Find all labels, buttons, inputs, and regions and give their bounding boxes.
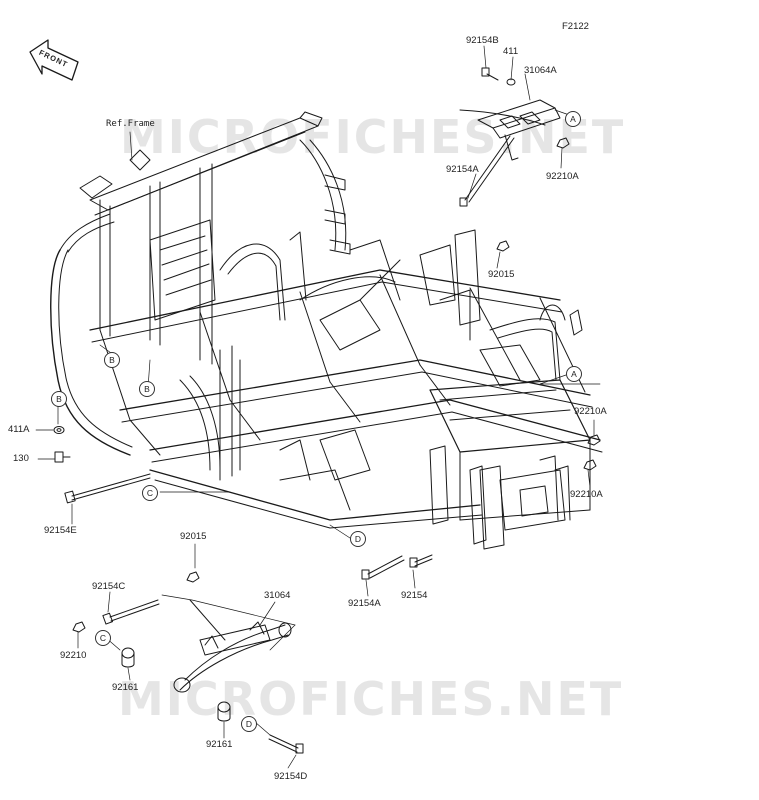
main-frame: [50, 109, 603, 550]
callout-A-right: A: [566, 366, 582, 382]
ref-frame-label: Ref.Frame: [106, 119, 155, 129]
callout-B-left1: B: [104, 352, 120, 368]
watermark-top: MICROFICHES.NET: [120, 110, 626, 164]
callout-C-mid: C: [142, 485, 158, 501]
bolt-92154A-bottom: [361, 555, 405, 580]
part-label-92154D: 92154D: [274, 771, 308, 782]
part-label-92161-b: 92161: [206, 739, 233, 750]
bracket-31064A: [477, 99, 561, 161]
nut-92210: [72, 621, 86, 633]
bolt-92154: [409, 554, 433, 568]
bolt-92154E: [64, 473, 151, 504]
nut-92210A-r2: [583, 459, 597, 471]
part-label-92154E: 92154E: [44, 525, 77, 536]
bolt-92154C: [102, 599, 160, 625]
bolt-92154D: [268, 734, 304, 754]
leader-lines: [35, 45, 601, 769]
callout-B-left2: B: [139, 381, 155, 397]
part-label-92154C: 92154C: [92, 581, 126, 592]
part-label-92015-bottom: 92015: [180, 531, 207, 542]
washer-411A: [53, 426, 65, 434]
part-label-130: 130: [13, 453, 29, 464]
nut-92015-top: [496, 240, 510, 252]
callout-A-top: A: [565, 111, 581, 127]
part-label-92210A-r1: 92210A: [574, 406, 607, 417]
part-label-92210A-r2: 92210A: [570, 489, 603, 500]
part-label-92210: 92210: [60, 650, 87, 661]
part-label-411: 411: [503, 46, 519, 57]
callout-C-bottom: C: [95, 630, 111, 646]
watermark-bottom: MICROFICHES.NET: [118, 672, 624, 726]
part-label-31064A: 31064A: [524, 65, 557, 76]
nut-92015-bottom: [186, 571, 200, 583]
bushing-92161-a: [121, 647, 135, 668]
part-label-92015-top: 92015: [488, 269, 515, 280]
part-label-92210A-top: 92210A: [546, 171, 579, 182]
callout-B-side: B: [51, 391, 67, 407]
part-label-92161-a: 92161: [112, 682, 139, 693]
arm-31064: [173, 599, 292, 693]
nut-92210A-top: [556, 137, 570, 149]
callout-D-bottom: D: [241, 716, 257, 732]
part-label-92154A-top: 92154A: [446, 164, 479, 175]
nut-92210A-r1: [587, 434, 601, 446]
bolt-92154B: [481, 67, 499, 81]
part-label-92154B: 92154B: [466, 35, 499, 46]
part-label-411A: 411A: [8, 424, 30, 435]
part-label-92154A-bottom: 92154A: [348, 598, 381, 609]
bushing-92161-b: [217, 701, 231, 722]
diagram-code: F2122: [562, 21, 589, 32]
part-label-92154: 92154: [401, 590, 428, 601]
callout-D-mid: D: [350, 531, 366, 547]
part-label-31064: 31064: [264, 590, 291, 601]
front-arrow-icon: [29, 39, 79, 81]
bolt-92154A-top: [459, 135, 515, 207]
bolt-130: [54, 451, 71, 463]
